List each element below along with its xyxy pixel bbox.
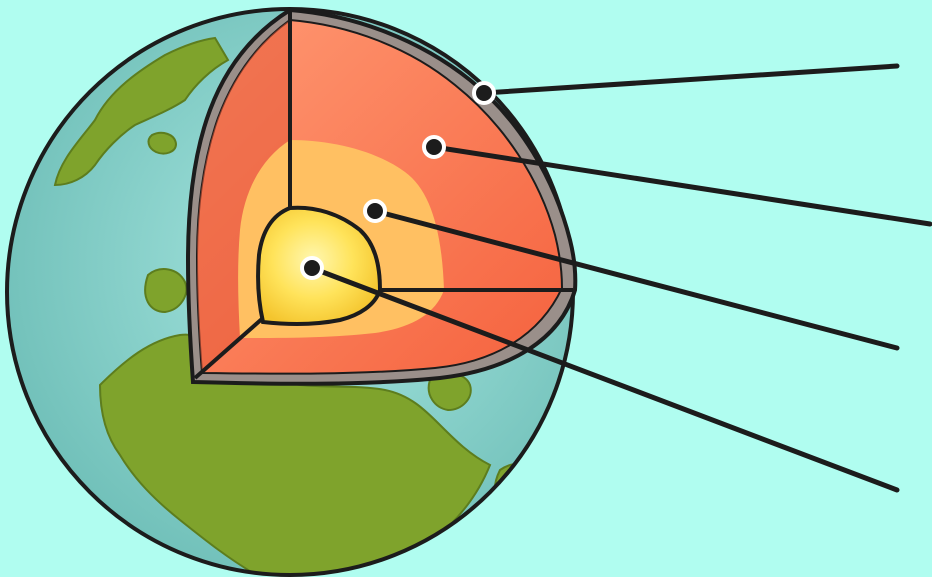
leader-line-crust	[481, 63, 900, 96]
cutaway	[185, 7, 578, 386]
continent-southeast	[493, 462, 537, 514]
continent-north	[53, 36, 230, 187]
island-west	[144, 268, 188, 314]
pointer-dot-icon	[363, 199, 387, 223]
cut-edge-diagonal	[193, 316, 265, 380]
leader-line-inner-core	[309, 265, 900, 493]
pointer-dot-icon	[422, 135, 446, 159]
leader-line-mantle	[431, 144, 932, 227]
pointer-dot-icon	[472, 81, 496, 105]
leader-lines	[309, 63, 932, 493]
pointer-dot-icon	[300, 256, 324, 280]
continents	[53, 36, 537, 575]
cut-edges	[193, 12, 573, 380]
pointer-dots	[300, 81, 496, 280]
island-small	[147, 131, 178, 155]
leader-line-outer-core	[372, 208, 900, 351]
